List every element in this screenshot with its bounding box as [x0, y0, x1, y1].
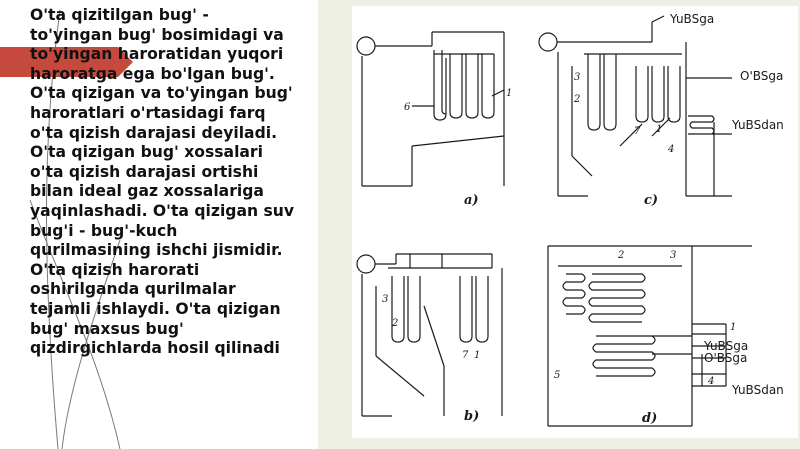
num-b1: 1 [474, 350, 480, 361]
label-d-top: YuBSga [703, 339, 748, 353]
label-c: c) [644, 193, 658, 208]
num-b3: 3 [382, 294, 388, 305]
label-c-top: YuBSga [669, 12, 714, 26]
label-d: d) [642, 411, 657, 426]
diagram-labels: a) b) c) d) YuBSga O'BSga YuBSdan YuBSga… [382, 12, 784, 426]
num-c2: 2 [573, 94, 580, 105]
num-d1: 1 [730, 322, 736, 333]
num-c7: 7 [634, 126, 641, 137]
num-c4: 4 [667, 144, 674, 155]
num-d3: 3 [670, 250, 676, 261]
num-a6: 6 [404, 102, 411, 113]
num-b2: 2 [391, 318, 398, 329]
label-b: b) [464, 409, 479, 424]
num-c1: 1 [656, 124, 662, 135]
body-text: O'ta qizitilgan bug' - to'yingan bug' bo… [30, 6, 295, 358]
label-d-bottom: YuBSdan [731, 383, 784, 397]
superheater-diagram: a) b) c) d) YuBSga O'BSga YuBSdan YuBSga… [352, 6, 798, 438]
label-c-right: O'BSga [740, 69, 783, 83]
superheater-schematic: a) b) c) d) YuBSga O'BSga YuBSdan YuBSga… [356, 12, 784, 427]
accent-arrow [0, 47, 133, 77]
label-c-bottom: YuBSdan [731, 118, 784, 132]
label-a: a) [464, 193, 479, 208]
num-d4: 4 [707, 376, 714, 387]
num-a1: 1 [506, 88, 512, 99]
num-d5: 5 [554, 370, 560, 381]
num-b7: 7 [462, 350, 469, 361]
num-d2: 2 [617, 250, 624, 261]
label-d-mid: O'BSga [704, 351, 747, 365]
num-c3: 3 [574, 72, 580, 83]
